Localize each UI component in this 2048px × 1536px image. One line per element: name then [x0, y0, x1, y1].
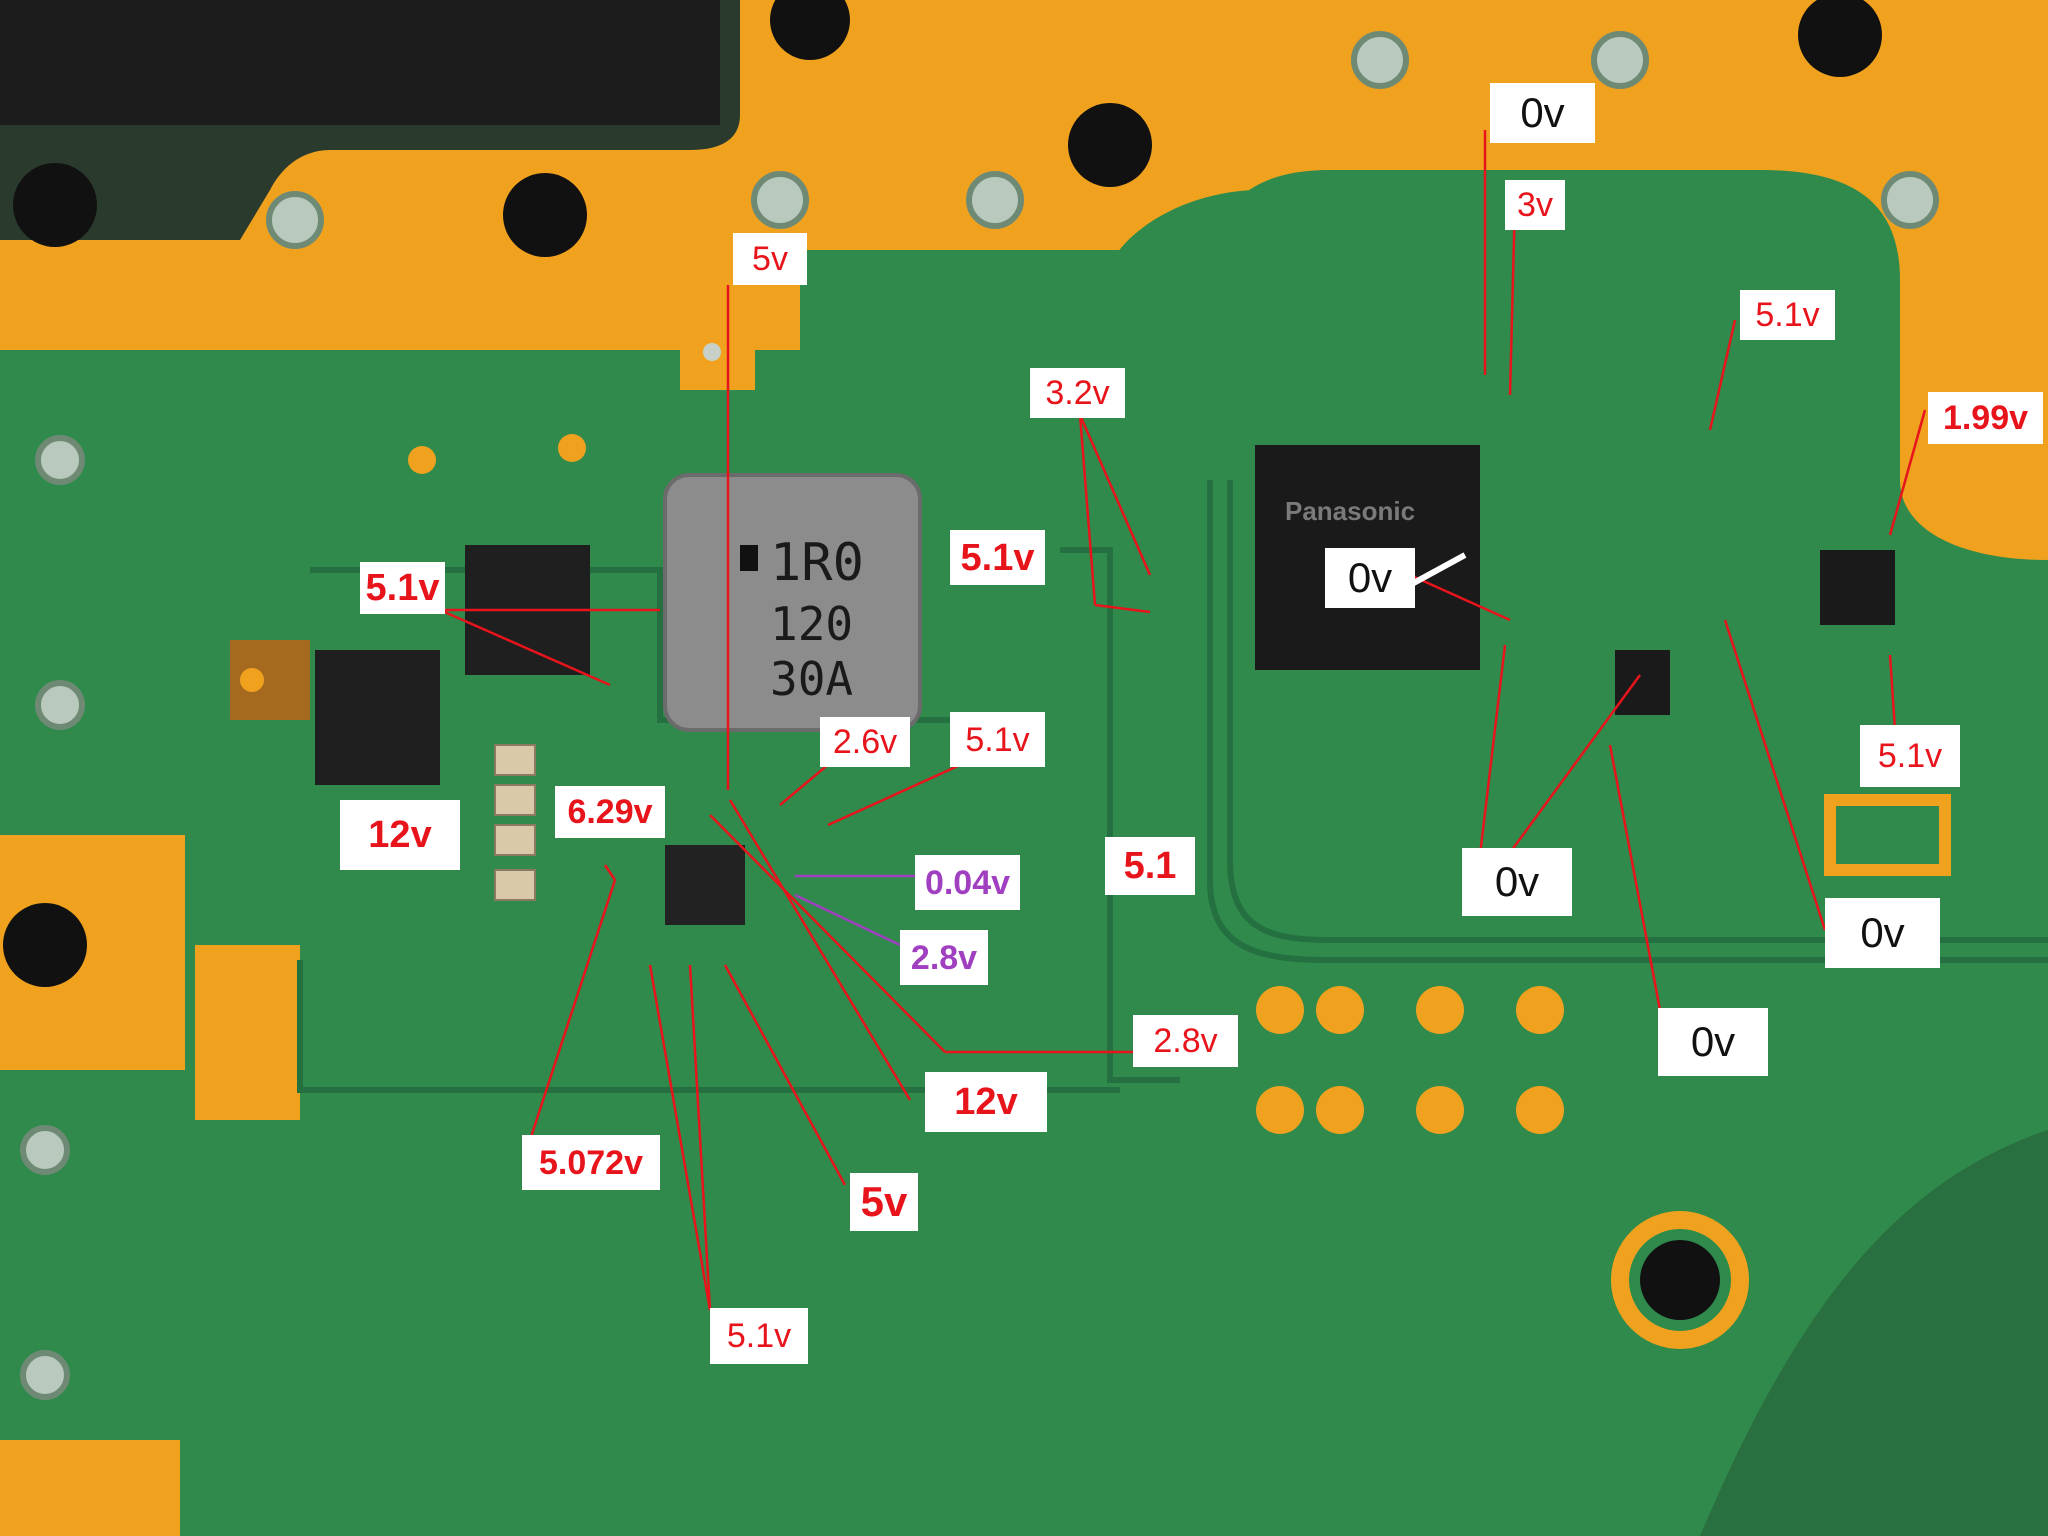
copper-pad-left-2: [195, 945, 300, 1120]
label-0v-a: 0v: [1462, 848, 1572, 916]
label-5-1v-top-right: 5.1v: [1740, 290, 1835, 340]
label-2-6v: 2.6v: [820, 717, 910, 767]
label-0v-top: 0v: [1490, 83, 1595, 143]
label-0-04v: 0.04v: [915, 855, 1020, 910]
label-5-072v: 5.072v: [522, 1135, 660, 1190]
inductor-marking-2: 120: [770, 597, 853, 651]
screw-posts: [20, 31, 1939, 1400]
label-1-99v: 1.99v: [1928, 392, 2043, 444]
label-12v-left: 12v: [340, 800, 460, 870]
label-2-8v-purple: 2.8v: [900, 930, 988, 985]
trace-fan-bottom-right: [1700, 1130, 2048, 1536]
inductor-marking-3: 30A: [770, 652, 853, 706]
mid-ic: [1615, 650, 1670, 715]
label-5-1v-right: 5.1v: [1860, 725, 1960, 787]
label-5-1v-inductor: 5.1v: [950, 530, 1045, 585]
label-5v-bottom: 5v: [850, 1173, 918, 1231]
right-ic: [1820, 550, 1895, 625]
label-3-2v: 3.2v: [1030, 368, 1125, 418]
label-0v-chip: 0v: [1325, 548, 1415, 608]
inductor-marking-1: 1R0: [770, 533, 864, 593]
label-2-8v-red: 2.8v: [1133, 1015, 1238, 1067]
copper-pad-bottom-left: [0, 1440, 180, 1536]
label-0v-c: 0v: [1658, 1008, 1768, 1076]
label-12v-bottom: 12v: [925, 1072, 1047, 1132]
label-3v-top: 3v: [1505, 180, 1565, 230]
hdmi-chip-brand: Panasonic: [1285, 496, 1415, 526]
mounting-holes: [3, 0, 1882, 1320]
leader-lines: [439, 130, 1927, 1311]
logo-mark: [1824, 794, 1951, 876]
label-5-1v-mid: 5.1v: [950, 712, 1045, 767]
label-5-1v-left: 5.1v: [360, 562, 445, 614]
label-6-29v: 6.29v: [555, 786, 665, 838]
capacitor-column: [494, 744, 536, 901]
label-0v-b: 0v: [1825, 898, 1940, 968]
label-5v-top: 5v: [733, 233, 807, 285]
controller-chip: [665, 845, 745, 925]
label-5-1v-bottom: 5.1v: [710, 1308, 808, 1364]
label-5-1: 5.1: [1105, 837, 1195, 895]
mosfet-lower: [315, 650, 440, 785]
